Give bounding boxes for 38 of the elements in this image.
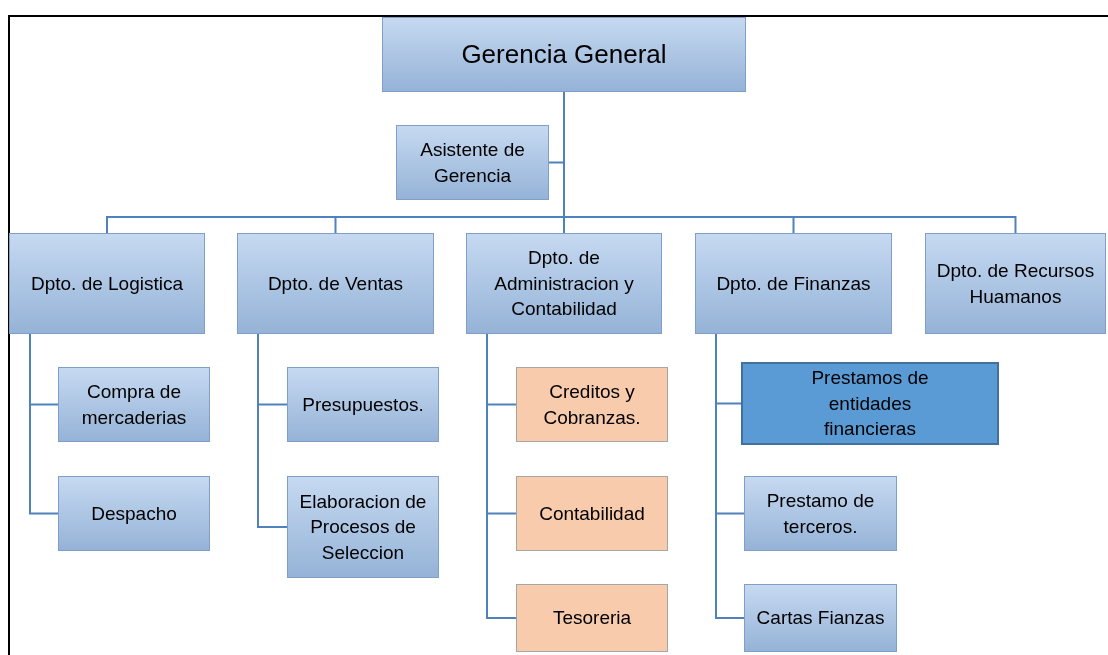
org-box: [516, 476, 668, 551]
box-label: Prestamos de entidades financieras: [810, 366, 930, 442]
box-label: Creditos y Cobranzas.: [542, 379, 642, 430]
box-label: Dpto. de Logistica: [30, 271, 184, 296]
box-label: Elaboracion de Procesos de Seleccion: [298, 489, 428, 565]
box-label: Dpto. de Recursos Huamanos: [935, 258, 1096, 309]
org-box: [287, 367, 439, 442]
box-label: Tesoreria: [552, 606, 632, 631]
org-box: [237, 233, 434, 334]
box-label: Dpto. de Ventas: [267, 271, 404, 296]
org-box: [516, 367, 668, 442]
org-box: [287, 476, 439, 578]
org-box: [396, 125, 549, 200]
box-label: Presupuestos.: [302, 392, 424, 417]
connector-line: [29, 333, 59, 515]
box-label: Gerencia General: [461, 37, 667, 71]
org-box: [382, 17, 746, 92]
box-label: Cartas Fianzas: [756, 606, 885, 631]
box-label: Despacho: [91, 501, 177, 526]
org-box: [744, 584, 897, 652]
org-box: [925, 233, 1106, 334]
org-box: [741, 362, 999, 445]
org-box: [9, 233, 205, 334]
box-label: Prestamo de terceros.: [765, 488, 876, 539]
box-label: Asistente de Gerencia: [419, 137, 526, 188]
box-label: Dpto. de Finanzas: [716, 271, 871, 296]
org-box: [744, 476, 897, 551]
box-label: Contabilidad: [539, 501, 645, 526]
org-box: [58, 476, 210, 551]
connector-line: [715, 333, 745, 619]
org-box: [516, 584, 668, 652]
org-box: [58, 367, 210, 442]
org-box: [466, 233, 662, 334]
connector-line: [486, 333, 517, 619]
box-label: Compra de mercaderias: [80, 379, 188, 430]
box-label: Dpto. de Administracion y Contabilidad: [493, 246, 635, 322]
connector-line: [257, 333, 288, 528]
org-box: [695, 233, 892, 334]
